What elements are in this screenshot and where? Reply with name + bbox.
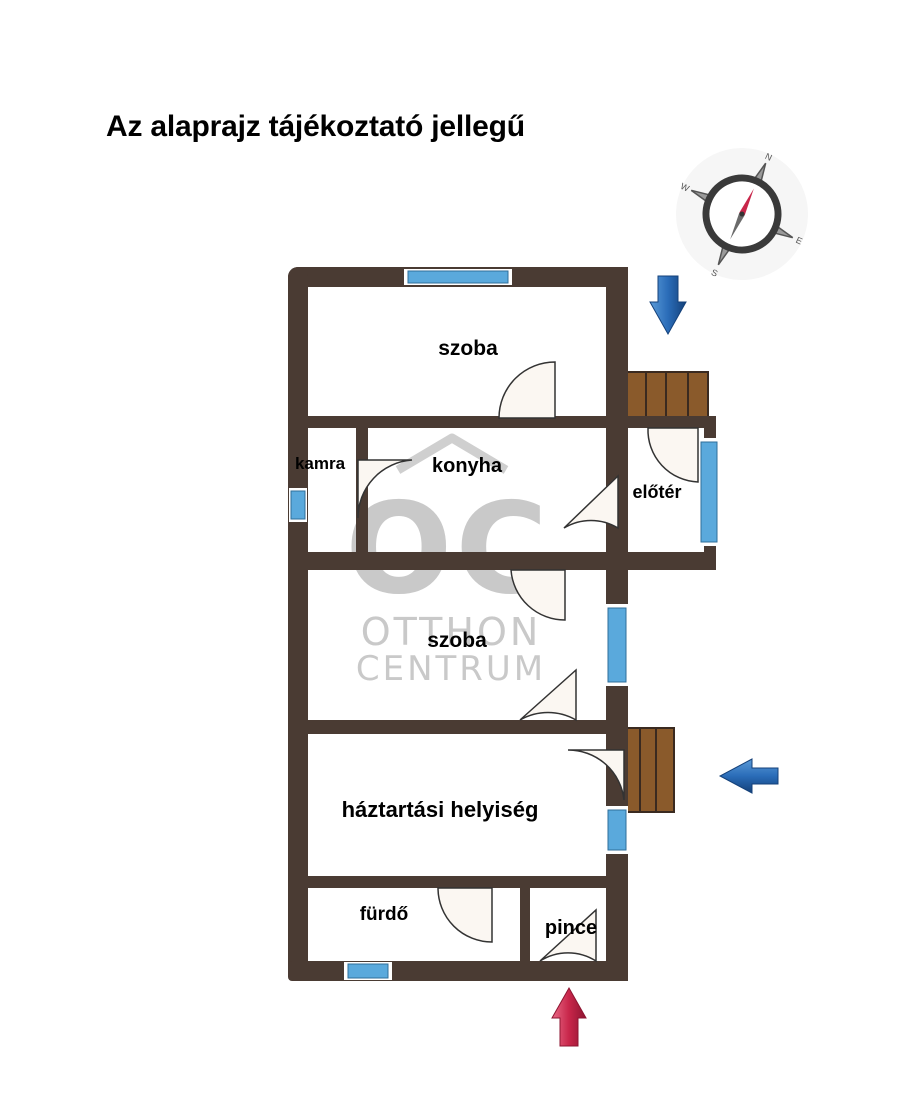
compass-s: S (710, 267, 720, 279)
window-icon (289, 488, 307, 522)
window-icon (344, 962, 392, 980)
entrance-arrow-bottom-icon (551, 986, 587, 1047)
door-icon (498, 361, 556, 419)
room-label-kamra: kamra (295, 454, 346, 473)
compass-e: E (794, 235, 804, 247)
window-icon (606, 604, 628, 686)
room-label-haztartasi: háztartási helyiség (342, 797, 539, 822)
room-label-szoba-top: szoba (438, 337, 498, 360)
room-label-konyha: konyha (432, 455, 503, 477)
room-labels: szoba kamra konyha előtér szoba háztartá… (295, 337, 682, 939)
stairs-top-icon (625, 371, 709, 421)
plan-title: Az alaprajz tájékoztató jellegű (106, 110, 525, 143)
door-icon (510, 569, 566, 621)
window-icon (606, 806, 628, 854)
room-label-furdo: fürdő (360, 904, 409, 925)
compass-icon: N E S W (676, 148, 808, 280)
room-label-eloter: előtér (632, 482, 681, 502)
room-label-pince: pince (545, 917, 597, 939)
window-icon (698, 438, 722, 546)
door-icon (567, 749, 625, 801)
doors (357, 361, 699, 963)
watermark-line2: CENTRUM (356, 649, 546, 689)
watermark-line1: OTTHON (361, 610, 542, 654)
stairs-side-icon (625, 727, 675, 813)
watermark-logo: OC OTTHON CENTRUM (345, 433, 551, 689)
door-icon (647, 427, 699, 483)
door-icon (519, 668, 577, 722)
entrance-arrow-top-icon (649, 275, 687, 336)
door-icon (563, 474, 619, 530)
windows (289, 269, 722, 980)
window-icon (404, 269, 512, 285)
entrance-arrow-right-icon (718, 758, 779, 794)
room-label-szoba-mid: szoba (427, 629, 487, 652)
watermark-monogram: OC (345, 475, 551, 622)
door-icon (539, 908, 597, 963)
door-icon (357, 459, 413, 519)
compass-n: N (764, 151, 774, 163)
door-icon (437, 887, 493, 943)
